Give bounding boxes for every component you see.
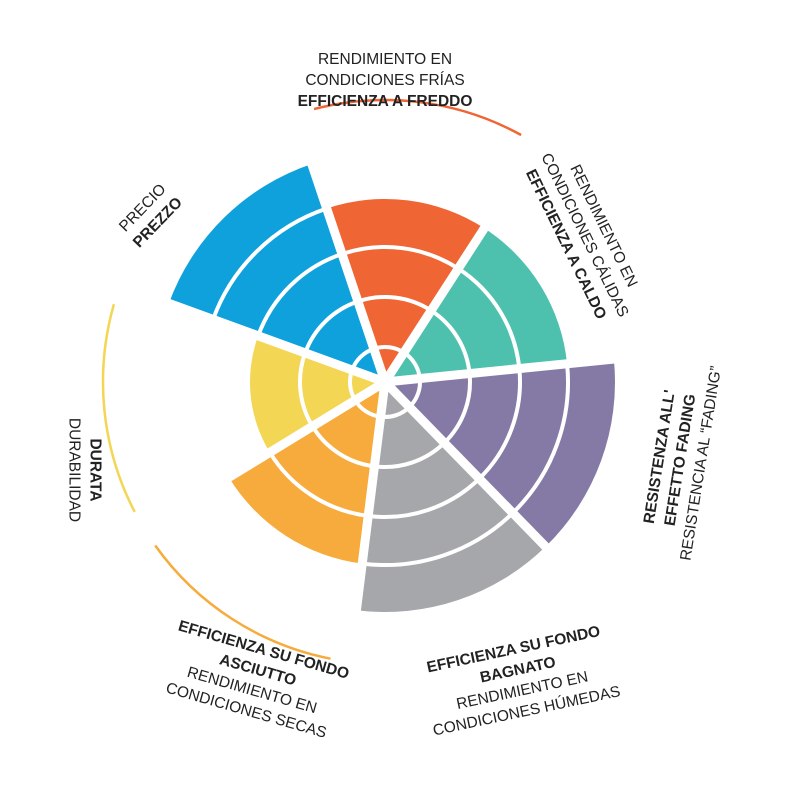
separator-0 [127, 284, 387, 387]
separator-6 [150, 378, 388, 528]
ring-line-efficienza-asciutto-2 [374, 441, 446, 469]
ring-line-efficienza-a-caldo-2 [357, 295, 433, 313]
label-group-efficienza-a-freddo: RENDIMIENTO EN CONDICIONES FRÍAS EFFICIENZ… [298, 51, 473, 110]
separator-1 [294, 122, 390, 384]
ring-line-durata-3 [268, 451, 369, 518]
ring-line-resistenza-fading-2 [430, 308, 472, 374]
ring-line-efficienza-bagnato-4 [511, 363, 570, 515]
ring-line-resistenza-fading-3 [457, 266, 522, 369]
center-hub [379, 376, 391, 388]
label-durata-line-1: DURATA [87, 438, 104, 501]
outer-arc-prezzo [101, 303, 136, 513]
ring-line-efficienza-bagnato-3 [477, 368, 522, 481]
ring-line-efficienza-a-freddo-2 [303, 299, 359, 354]
label-durata-line-2: DURABILIDAD [66, 418, 83, 522]
segment-efficienza-a-freddo [168, 163, 385, 382]
separator-2 [381, 151, 537, 385]
ring-line-prezzo-2 [298, 352, 315, 428]
ring-line-efficienza-a-caldo-3 [341, 245, 460, 271]
ring-line-efficienza-bagnato-2 [442, 373, 472, 445]
ring-line-efficienza-asciutto-4 [362, 511, 515, 567]
ring-line-efficienza-a-freddo-4 [211, 206, 328, 321]
outer-arc-efficienza-a-caldo [313, 98, 522, 137]
ring-line-prezzo-4 [202, 319, 229, 477]
label-efficienza-a-freddo-line-2: CONDICIONES FRÍAS [305, 72, 464, 89]
segment-efficienza-a-caldo [326, 199, 485, 382]
segment-resistenza-fading [385, 228, 568, 382]
ring-line-prezzo-5 [155, 303, 189, 502]
segment-separators [127, 122, 657, 653]
ring-line-durata-2 [310, 425, 375, 469]
separator-4 [381, 378, 579, 580]
label-group-resistenza-fading: RESISTENZA ALL'EFFETTO FADINGRESISTENCIA… [641, 365, 725, 562]
segment-prezzo [250, 335, 385, 453]
segment-durata [228, 382, 385, 564]
ring-line-efficienza-asciutto-3 [367, 477, 481, 519]
separator-5 [346, 381, 390, 653]
outer-arc-durata [154, 544, 331, 660]
label-efficienza-a-freddo-line-3: EFFICIENZA A FREDDO [298, 93, 473, 110]
separator-3 [384, 350, 657, 387]
label-efficienza-a-freddo-line-1: RENDIMIENTO EN [318, 51, 452, 68]
ring-line-efficienza-a-caldo-5 [312, 152, 510, 189]
segment-efficienza-asciutto [356, 382, 546, 613]
ring-line-efficienza-a-freddo-3 [256, 252, 343, 337]
